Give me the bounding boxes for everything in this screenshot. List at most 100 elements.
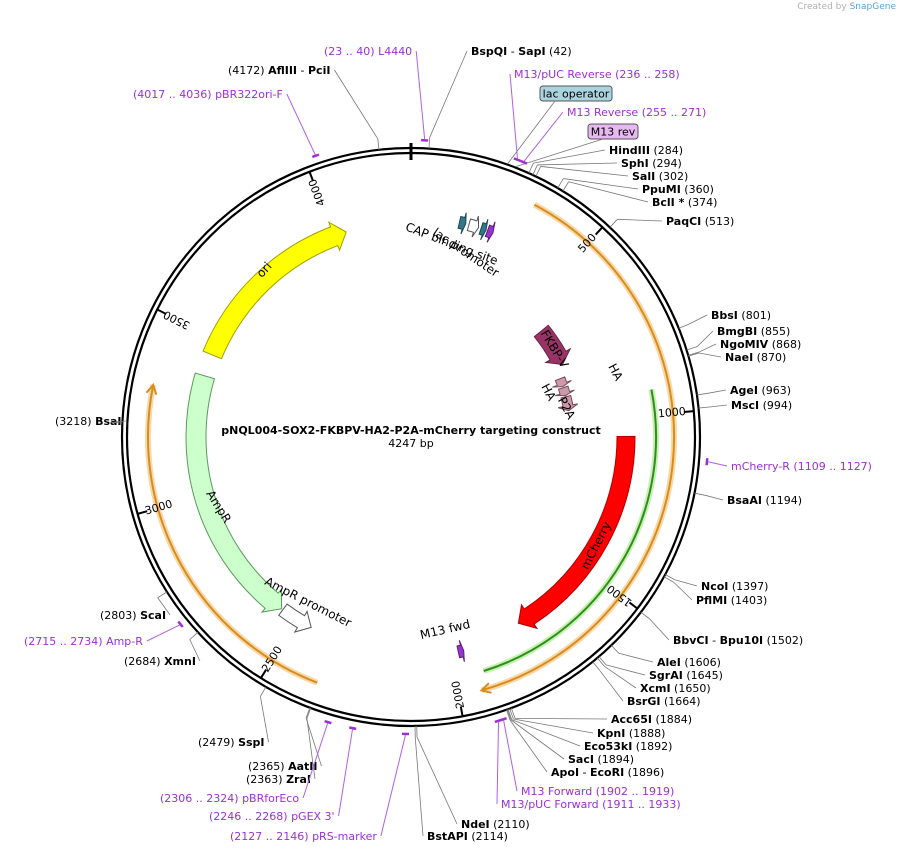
- site-sali: SalI (302): [535, 166, 688, 183]
- tick-label: 3500: [161, 308, 192, 332]
- box-leader: [515, 138, 604, 167]
- primer-label: M13/pUC Forward (1911 .. 1933): [501, 798, 681, 811]
- site-label: KpnI (1888): [597, 727, 665, 740]
- site-leader: [511, 719, 581, 747]
- primer-mark: [349, 726, 357, 731]
- site-tick: [698, 406, 710, 409]
- site-xcmi: XcmI (1650): [596, 657, 711, 695]
- tick-mark: [156, 308, 167, 315]
- site-name: NaeI: [725, 351, 753, 364]
- inner-line: [483, 389, 658, 672]
- primer-range: (2127 .. 2146): [230, 830, 312, 843]
- tick-label: 2500: [259, 644, 285, 675]
- primer-leader: [523, 111, 564, 162]
- site-tick: [688, 352, 700, 357]
- site-name: Eco53kI: [584, 740, 632, 753]
- site-name: NgoMIV: [720, 338, 769, 351]
- primer-label: M13 Reverse (255 .. 271): [567, 106, 706, 119]
- site-label: AgeI (963): [730, 384, 791, 397]
- tick-mark: [137, 510, 148, 515]
- site-zrai: (2363) ZraI: [246, 707, 316, 786]
- site-leader: [698, 352, 722, 358]
- site-tick: [592, 661, 600, 671]
- site-tick: [557, 178, 564, 189]
- site-label: SgrAI (1645): [649, 669, 723, 682]
- site-pos: (1664): [660, 695, 700, 708]
- primer-m13-puc-reverse: M13/pUC Reverse (236 .. 258): [509, 68, 680, 159]
- primer-name: pRS-marker: [312, 830, 377, 843]
- site-aatii: (2365) AatII: [248, 707, 322, 773]
- site-bcli: BclI * (374): [562, 181, 717, 209]
- site-pos: (360): [681, 183, 714, 196]
- restriction-sites: BspQI - SapI (42)(4172) AflIII - PciIHin…: [55, 45, 803, 843]
- site-bsai: (3218) BsaI: [55, 415, 126, 428]
- site-name: SspI: [238, 736, 264, 749]
- primer-label: (4017 .. 4036) pBR322ori-F: [133, 88, 283, 101]
- site-label: BclI * (374): [652, 196, 717, 209]
- site-pos: (2114): [468, 830, 508, 843]
- primer-l4440: (23 .. 40) L4440: [324, 45, 426, 140]
- site-paqci: PaqCI (513): [609, 215, 734, 228]
- site-tick: [686, 346, 698, 351]
- primer-label: (2246 .. 2268) pGEX 3': [209, 810, 335, 823]
- site-label: XcmI (1650): [640, 682, 711, 695]
- primer-label: (2127 .. 2146) pRS-marker: [230, 830, 377, 843]
- site-name: XcmI: [640, 682, 671, 695]
- primer-name: M13 Reverse: [567, 106, 638, 119]
- site-name: BmgBI: [717, 325, 757, 338]
- site-label: Eco53kI (1892): [584, 740, 672, 753]
- site-pos: (801): [738, 309, 771, 322]
- site-name: PaqCI: [666, 215, 701, 228]
- site-leader: [568, 181, 649, 203]
- site-pos: (1645): [683, 669, 723, 682]
- site-bbvci: BbvCI - Bpu10I (1502): [640, 611, 803, 647]
- site-tick: [428, 137, 431, 149]
- site-tick: [306, 707, 312, 719]
- primer-label: M13 Forward (1902 .. 1919): [521, 785, 674, 798]
- site-apoi: ApoI - EcoRI (1896): [506, 709, 664, 779]
- site-sep: -: [297, 64, 308, 77]
- site-pos: (1892): [632, 740, 672, 753]
- primer-mark: [494, 718, 502, 724]
- feature-m13-fwd: [456, 640, 465, 662]
- site-pos: (284): [650, 144, 683, 157]
- snapgene-credit: Created by SnapGene: [797, 2, 896, 12]
- site-leader: [649, 618, 670, 641]
- tick-mark: [594, 226, 604, 236]
- site-name: BbsI: [711, 309, 738, 322]
- site-pos: (513): [701, 215, 734, 228]
- site-leader: [617, 218, 663, 222]
- site-pos: (42): [546, 45, 572, 58]
- primer-name: L4440: [378, 45, 412, 58]
- site-tick: [189, 631, 199, 640]
- primer-range: (1911 .. 1933): [599, 798, 681, 811]
- primer-leader: [707, 461, 728, 467]
- primer-name: M13/pUC Reverse: [514, 68, 612, 81]
- site-pos: (2479): [198, 736, 238, 749]
- primer-range: (2715 .. 2734): [24, 635, 106, 648]
- site-pos: (2684): [124, 655, 164, 668]
- site-leader: [515, 717, 608, 720]
- feature-lac-operator: [478, 219, 489, 241]
- insert-arc: [146, 384, 318, 684]
- site-label: (2365) AatII: [248, 760, 317, 773]
- site-label: (2803) ScaI: [100, 609, 166, 622]
- site-pos: (1894): [594, 753, 634, 766]
- primer-amp-r: (2715 .. 2734) Amp-R: [24, 624, 180, 648]
- feature-ori: [202, 221, 347, 360]
- site-label: BstAPI (2114): [427, 830, 508, 843]
- site-label: PpuMI (360): [642, 183, 714, 196]
- site-name: SphI: [621, 157, 649, 170]
- tick-mark: [459, 706, 464, 717]
- insert-arrowhead: [479, 682, 492, 694]
- primer-mark: [513, 157, 521, 163]
- site-ppumi: PpuMI (360): [557, 178, 714, 196]
- site-sgrai: SgrAI (1645): [598, 656, 723, 682]
- feature-cap-binding-site: [457, 212, 467, 235]
- site-tick: [535, 166, 541, 177]
- site-name: BclI *: [652, 196, 685, 209]
- site-pos: (1650): [671, 682, 711, 695]
- tick-mark: [628, 601, 638, 610]
- credit-brand: SnapGene: [849, 2, 896, 12]
